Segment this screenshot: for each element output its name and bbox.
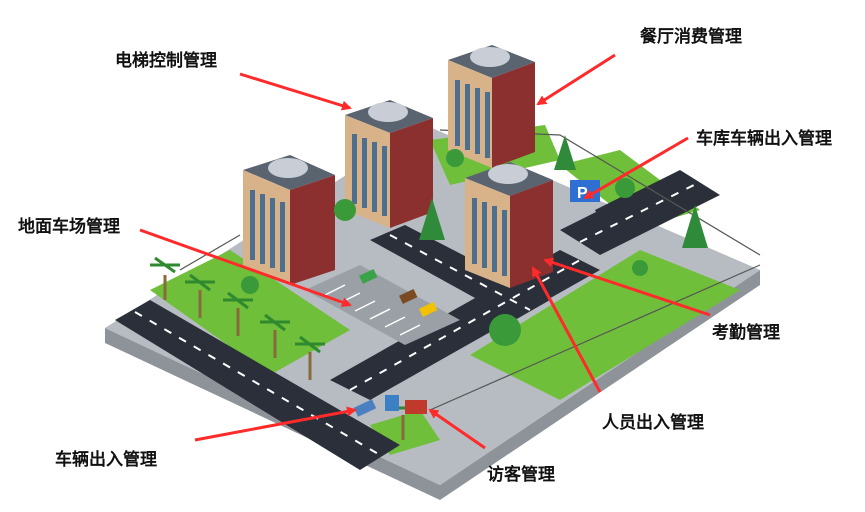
arrow-attendance (543, 257, 711, 317)
arrow-visitor (428, 408, 486, 450)
arrow-elevator (239, 72, 352, 111)
building-back (448, 45, 535, 168)
building-middle (345, 100, 433, 228)
car-blue (353, 399, 377, 417)
label-visitor: 访客管理 (487, 465, 555, 485)
guard-booth (385, 395, 399, 411)
palm-trees (150, 256, 416, 440)
car-yellow (419, 301, 438, 317)
arrow-vehicle-access (194, 406, 357, 442)
car-green (359, 268, 378, 284)
label-vehicle-access: 车辆出入管理 (55, 450, 157, 470)
visitor-booth (405, 400, 427, 414)
callout-arrows (139, 53, 711, 450)
arrow-garage (583, 136, 689, 200)
building-front (465, 162, 553, 288)
building-left (243, 155, 335, 285)
arrow-personnel (531, 266, 602, 393)
road-right (560, 170, 720, 255)
road-mid (370, 225, 550, 320)
label-attendance: 考勤管理 (712, 323, 780, 343)
arrow-restaurant (536, 53, 616, 106)
label-personnel-access: 人员出入管理 (602, 413, 704, 433)
label-elevator-control: 电梯控制管理 (115, 51, 217, 71)
road-front (115, 300, 400, 470)
car-brown (399, 288, 418, 304)
lane-markings (134, 181, 701, 456)
label-garage-vehicle-access: 车库车辆出入管理 (696, 129, 832, 149)
road-garage (595, 195, 640, 240)
trees (241, 135, 708, 346)
parking-sign-text: P (577, 185, 588, 202)
label-ground-parking: 地面车场管理 (18, 217, 120, 237)
label-restaurant-consumption: 餐厅消费管理 (640, 27, 742, 47)
arrow-ground-parking (139, 228, 352, 308)
